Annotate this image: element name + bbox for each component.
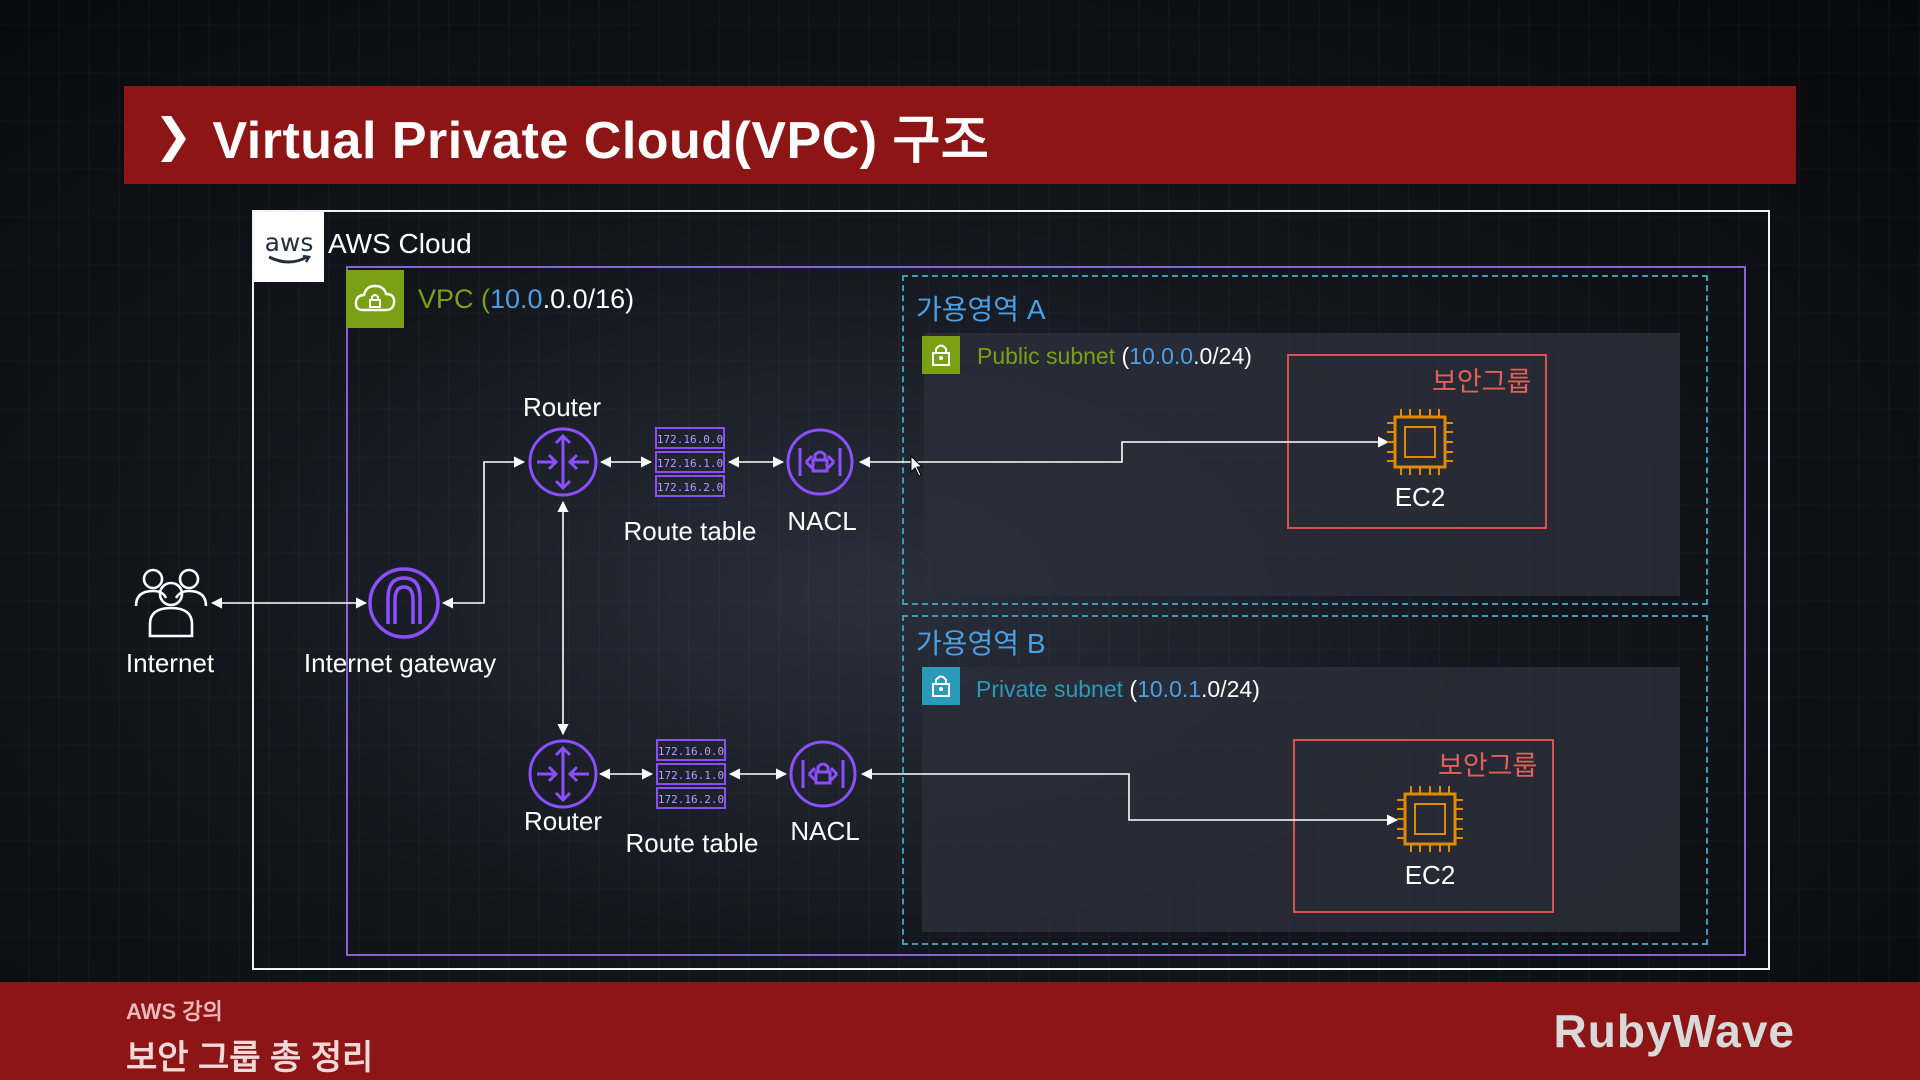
footer-lecture-title: 보안 그룹 총 정리: [126, 1039, 374, 1077]
vpc-cloud-icon: [346, 270, 404, 328]
aws-cloud-container: aws AWS Cloud: [252, 210, 1770, 970]
title-bar: ❯ Virtual Private Cloud(VPC) 구조: [124, 86, 1796, 184]
connector-nacl-b-ec2-b: [860, 768, 1399, 826]
route-table-a-icon: 172.16.0.0 172.16.1.0 172.16.2.0: [655, 427, 725, 497]
internet-gateway-label: Internet gateway: [303, 648, 497, 678]
connector-igw-router-a: [441, 456, 526, 609]
vpc-label-prefix: VPC (: [418, 284, 491, 314]
footer-course-label: AWS 강의: [126, 999, 223, 1024]
nacl-b-icon: [789, 740, 857, 808]
ec2-b-icon: [1397, 786, 1463, 852]
route-table-b-icon: 172.16.0.0 172.16.1.0 172.16.2.0: [656, 739, 726, 809]
page-title: Virtual Private Cloud(VPC) 구조: [212, 111, 990, 170]
route-table-a-entry-1: 172.16.1.0: [657, 457, 723, 470]
security-group-a-label: 보안그룹: [1432, 367, 1532, 397]
vpc-label: VPC (10.0.0.0/16): [418, 284, 634, 315]
nacl-b-label: NACL: [790, 816, 860, 846]
route-table-b-entry-0: 172.16.0.0: [658, 745, 724, 758]
route-table-a-entry-2: 172.16.2.0: [657, 481, 723, 494]
public-subnet-cidr-highlight: 10.0.0: [1129, 343, 1194, 369]
public-subnet-lock-icon: [922, 336, 960, 374]
public-subnet-label: Public subnet (10.0.0.0/24): [977, 343, 1252, 370]
public-subnet-open: (: [1115, 343, 1130, 369]
chevron-right-icon: ❯: [154, 108, 193, 162]
private-subnet-cidr-rest: .0/24): [1201, 676, 1260, 702]
route-table-b-entry-2: 172.16.2.0: [658, 793, 724, 806]
private-subnet-lock-icon: [922, 667, 960, 705]
route-table-b-entry-1: 172.16.1.0: [658, 769, 724, 782]
aws-smile-icon: [268, 254, 311, 263]
vpc-container: [346, 266, 1746, 956]
private-subnet-label: Private subnet (10.0.1.0/24): [976, 676, 1260, 703]
security-group-b: [1293, 739, 1554, 913]
ec2-a-icon: [1387, 409, 1453, 475]
route-table-a-label: Route table: [623, 516, 757, 546]
router-a-label: Router: [522, 392, 602, 422]
internet-users-icon: [134, 568, 208, 638]
aws-cloud-label: AWS Cloud: [328, 228, 472, 259]
aws-logo: aws: [254, 212, 324, 282]
ec2-b-label: EC2: [1404, 860, 1456, 890]
az-b-label: 가용영역 B: [916, 628, 1046, 659]
az-a-label: 가용영역 A: [916, 294, 1046, 325]
nacl-a-label: NACL: [787, 506, 857, 536]
router-b-icon: [528, 739, 598, 809]
internet-label: Internet: [125, 648, 215, 678]
connector-nacl-a-ec2-a: [858, 436, 1390, 468]
connectors: [210, 436, 1399, 826]
vpc-cidr-highlight: 10.0: [490, 284, 543, 314]
vpc-cidr-rest: .0.0/16): [542, 284, 635, 314]
internet-gateway-icon: [368, 567, 440, 639]
footer-bar: AWS 강의 보안 그룹 총 정리 RubyWave: [0, 982, 1920, 1080]
public-subnet-name: Public subnet: [977, 343, 1116, 369]
aws-logo-text: aws: [264, 227, 314, 257]
private-subnet-open: (: [1123, 676, 1138, 702]
router-a-icon: [528, 427, 598, 497]
ec2-a-label: EC2: [1394, 482, 1446, 512]
route-table-a-entry-0: 172.16.0.0: [657, 433, 723, 446]
private-subnet-name: Private subnet: [976, 676, 1124, 702]
route-table-b-label: Route table: [625, 828, 759, 858]
brand-logo: RubyWave: [1553, 1005, 1795, 1057]
router-b-label: Router: [523, 806, 603, 836]
mouse-cursor-icon: [910, 454, 924, 477]
private-subnet-cidr-highlight: 10.0.1: [1137, 676, 1202, 702]
nacl-a-icon: [786, 428, 854, 496]
public-subnet-cidr-rest: .0/24): [1193, 343, 1252, 369]
security-group-b-label: 보안그룹: [1438, 751, 1538, 781]
